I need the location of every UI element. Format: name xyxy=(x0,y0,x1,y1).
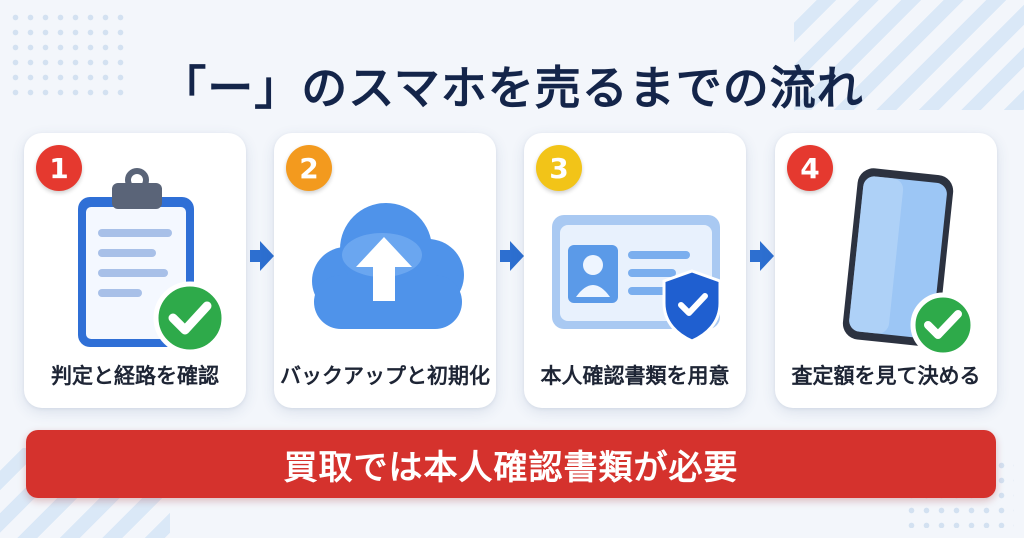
cloud-upload-icon xyxy=(312,203,464,329)
step-card-4: 4 査定額を見て決める xyxy=(775,133,997,408)
step-card-1: 1 判定と経路を確認 xyxy=(24,133,246,408)
step-number-badge: 2 xyxy=(286,145,332,191)
requirement-banner: 買取では本人確認書類が必要 xyxy=(26,430,996,498)
step-label: バックアップと初期化 xyxy=(280,364,490,388)
page-title: 「ー」のスマホを売るまでの流れ xyxy=(160,61,864,115)
id-card-shield-icon xyxy=(552,215,722,343)
step-label: 本人確認書類を用意 xyxy=(540,364,730,388)
step-label: 判定と経路を確認 xyxy=(51,364,219,388)
step-number-badge: 3 xyxy=(536,145,582,191)
clipboard-check-icon xyxy=(78,168,227,355)
smartphone-check-icon xyxy=(842,168,976,358)
decorative-stripes-top-right xyxy=(794,0,1024,110)
step-number-badge: 1 xyxy=(36,145,82,191)
step-label: 査定額を見て決める xyxy=(791,364,981,388)
arrow-right-icon xyxy=(500,241,524,271)
step-number-badge: 4 xyxy=(787,145,833,191)
arrow-right-icon xyxy=(250,241,274,271)
step-card-2: 2 バックアップと初期化 xyxy=(274,133,496,408)
arrow-right-icon xyxy=(750,241,774,271)
step-card-3: 3 本人確認書類を用意 xyxy=(524,133,746,408)
decorative-dots-top-left xyxy=(8,10,128,100)
banner-text: 買取では本人確認書類が必要 xyxy=(283,447,739,488)
